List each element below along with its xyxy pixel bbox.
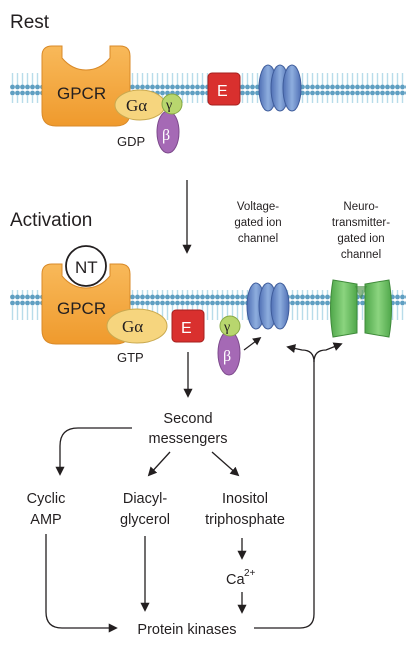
activation-gamma-subunit: [219, 315, 241, 337]
activation-g-alpha-subunit: [106, 308, 168, 344]
rest-gpcr-label: GPCR: [57, 84, 106, 103]
voltage-caption-line-2: gated ion: [234, 217, 281, 229]
calcium-charge-label: 2+: [244, 568, 256, 579]
nt-channel-caption: Neuro- transmitter- gated ion channel: [332, 201, 390, 261]
activation-beta-label: β: [223, 348, 231, 365]
activation-gpcr-label: GPCR: [57, 299, 106, 318]
activation-effector-label: E: [181, 320, 192, 337]
calcium-label: Ca: [226, 572, 245, 588]
inositol-triphosphate-line-2: triphosphate: [205, 512, 285, 528]
activation-voltage-gated-channel: [246, 282, 290, 330]
betagamma-to-channel-arrow: [243, 336, 262, 351]
nt-caption-line-3: gated ion: [337, 233, 384, 245]
rest-heading: Rest: [10, 12, 50, 33]
cyclic-amp-to-kinases-arrow: [45, 534, 118, 633]
kinase-to-nt-channel-arrow: [313, 342, 343, 363]
cyclic-amp-line-2: AMP: [30, 512, 61, 528]
rest-gamma-subunit: [161, 93, 183, 115]
rest-g-alpha-label: Gα: [126, 96, 147, 115]
rest-gamma-label: γ: [165, 98, 172, 113]
cyclic-amp-line-1: Cyclic: [27, 491, 66, 507]
to-diacylglycerol-arrow: [147, 451, 171, 477]
activation-effector: [171, 309, 205, 343]
neurotransmitter-label: NT: [75, 258, 98, 277]
rest-gdp-label: GDP: [117, 134, 145, 149]
kinase-to-voltage-channel-arrow: [254, 344, 315, 629]
nt-caption-line-2: transmitter-: [332, 217, 390, 229]
nt-caption-line-4: channel: [341, 249, 381, 261]
neurotransmitter: [65, 245, 107, 287]
to-inositol-triphosphate-arrow: [211, 451, 240, 477]
diacylglycerol-line-2: glycerol: [120, 512, 170, 528]
second-messengers-line-2: messengers: [149, 431, 228, 447]
rest-gpcr: [41, 45, 131, 127]
inositol-triphosphate-line-1: Inositol: [222, 491, 268, 507]
voltage-caption-line-3: channel: [238, 233, 278, 245]
rest-voltage-gated-channel: [258, 64, 302, 112]
activation-gtp-label: GTP: [117, 350, 144, 365]
activation-heading: Activation: [10, 210, 92, 231]
activation-gamma-label: γ: [223, 320, 230, 335]
activation-g-alpha-label: Gα: [122, 317, 143, 336]
nt-caption-line-1: Neuro-: [343, 201, 378, 213]
rest-effector: [207, 72, 241, 106]
rest-beta-label: β: [162, 127, 170, 144]
to-cyclic-amp-arrow: [55, 427, 132, 476]
rest-effector-label: E: [217, 83, 228, 100]
protein-kinases-label: Protein kinases: [137, 622, 236, 638]
neurotransmitter-gated-channel: [330, 279, 392, 338]
second-messengers-line-1: Second: [163, 411, 212, 427]
voltage-caption-line-1: Voltage-: [237, 201, 279, 213]
voltage-channel-caption: Voltage- gated ion channel: [234, 201, 281, 245]
diacylglycerol-line-1: Diacyl-: [123, 491, 167, 507]
